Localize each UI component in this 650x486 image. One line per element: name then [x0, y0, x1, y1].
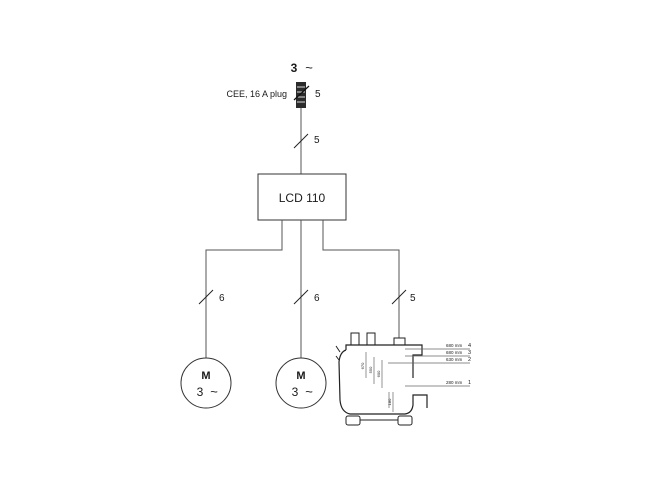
- branch-3: 5: [322, 220, 416, 338]
- level-4-value: 680 mm: [446, 343, 463, 348]
- motor-1-phase-symbol: ~: [210, 384, 218, 399]
- branch-2-conductor-count: 6: [314, 293, 320, 304]
- feed-cable-conductor-count: 5: [314, 135, 320, 146]
- plug-icon: [296, 82, 306, 108]
- branch-1-slash: [198, 289, 214, 305]
- controller-label: LCD 110: [279, 191, 326, 205]
- level-3-index: 3: [468, 350, 471, 356]
- feed-cable-slash: [293, 133, 309, 149]
- tank-drawing: 670 550 600 180 680 mm 4 680 mm 3 630 mm…: [335, 332, 471, 426]
- controller-box: LCD 110: [257, 173, 347, 221]
- supply-phase-count: 3: [291, 61, 298, 75]
- motor-2-phase-symbol: ~: [305, 384, 313, 399]
- motor-2-letter: M: [296, 370, 305, 382]
- motor-2-phase-count: 3: [292, 385, 299, 399]
- level-1-index: 1: [468, 380, 471, 386]
- level-4-index: 4: [468, 343, 471, 349]
- level-2-value: 630 mm: [446, 357, 463, 362]
- level-3-value: 680 mm: [446, 350, 463, 355]
- tank-dim-4: 180: [387, 398, 392, 405]
- supply-symbol: 3 ~: [291, 60, 314, 75]
- plug-label: CEE, 16 A plug: [226, 89, 287, 99]
- motor-1-phase-count: 3: [197, 385, 204, 399]
- tank-dim-3: 600: [376, 370, 381, 377]
- supply-phase-symbol: ~: [305, 60, 313, 75]
- branch-2: 6: [293, 220, 320, 358]
- branch-1: 6: [198, 220, 283, 358]
- tank-dim-2: 550: [368, 366, 373, 373]
- branch-2-slash: [293, 289, 309, 305]
- branch-1-conductor-count: 6: [219, 293, 225, 304]
- tank-dim-1: 670: [360, 362, 365, 369]
- plug: CEE, 16 A plug 5: [226, 82, 321, 108]
- plug-conductor-count: 5: [315, 89, 321, 100]
- motor-1-letter: M: [201, 370, 210, 382]
- motor-1: M 3 ~: [180, 357, 232, 409]
- level-2-index: 2: [468, 357, 471, 363]
- motor-2: M 3 ~: [275, 357, 327, 409]
- branch-3-slash: [391, 289, 407, 305]
- level-1-value: 280 mm: [446, 380, 463, 385]
- branch-3-conductor-count: 5: [410, 293, 416, 304]
